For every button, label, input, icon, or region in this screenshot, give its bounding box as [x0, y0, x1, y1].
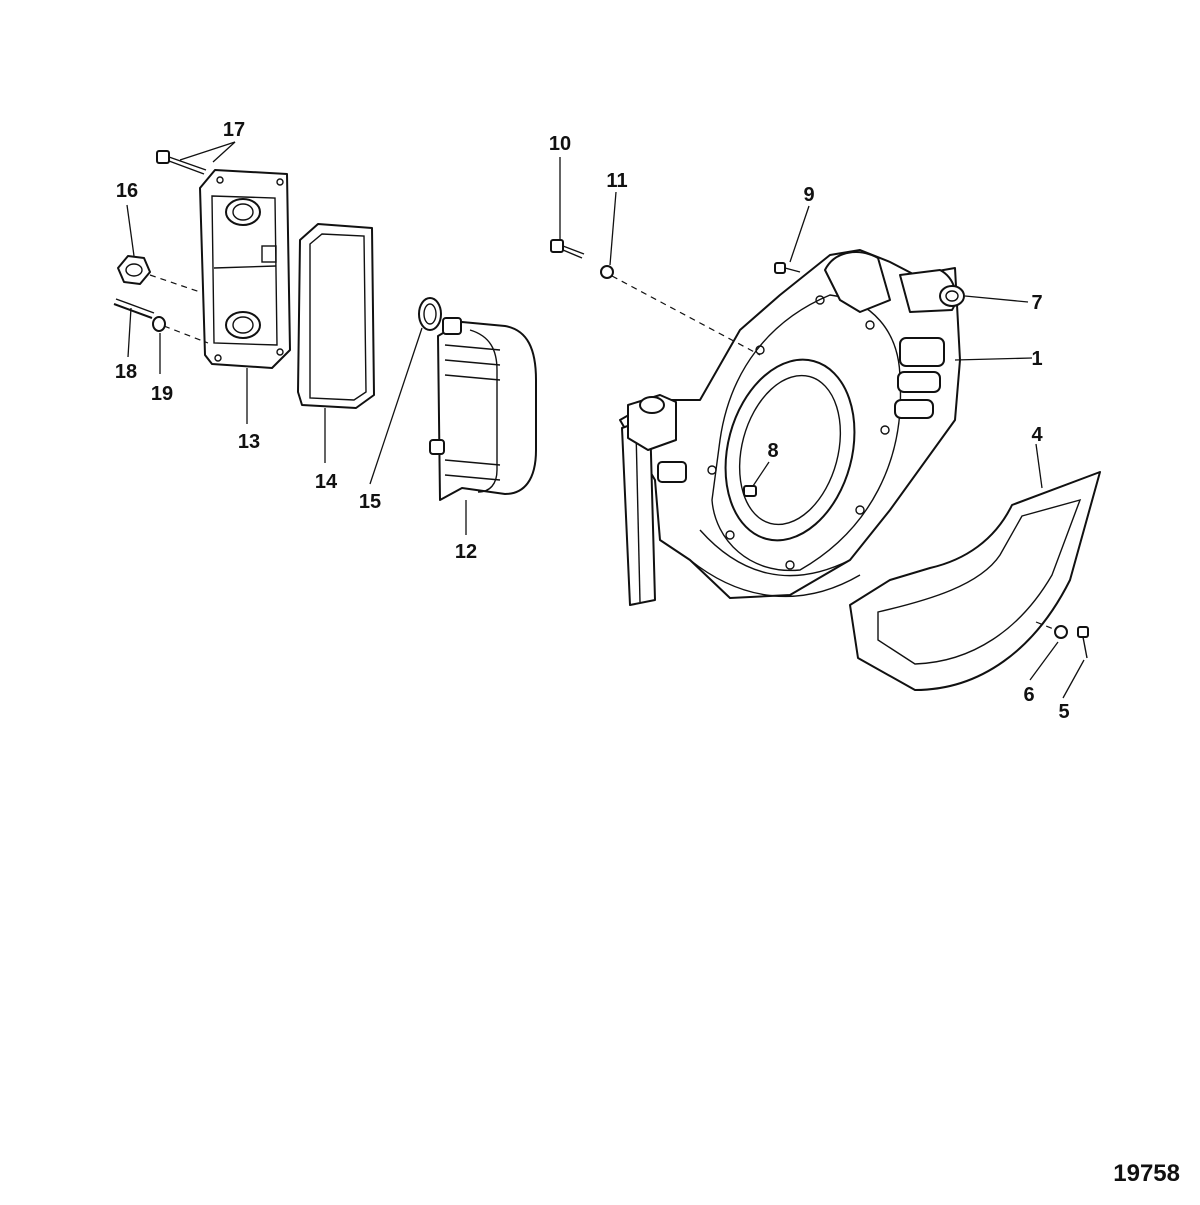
bolt-10: [550, 239, 585, 259]
plug-8: [743, 485, 757, 497]
callout-10: 10: [549, 133, 571, 155]
washer-11: [600, 265, 614, 279]
callout-9: 9: [803, 184, 814, 206]
callout-17: 17: [223, 119, 245, 141]
callout-14: 14: [315, 471, 338, 493]
callout-18: 18: [115, 361, 137, 383]
callout-16: 16: [116, 180, 138, 202]
callout-1: 1: [1031, 348, 1042, 370]
callout-4: 4: [1031, 424, 1043, 446]
cover-plate-13: [199, 169, 291, 369]
callout-5: 5: [1058, 701, 1069, 723]
o-ring-15: [418, 297, 442, 331]
oil-cooler-12: [429, 317, 537, 501]
flywheel-housing-1: [619, 249, 961, 606]
plug-7: [939, 285, 965, 307]
bolt-9: [774, 262, 801, 274]
callout-13: 13: [238, 431, 260, 453]
callout-6: 6: [1023, 684, 1034, 706]
callout-15: 15: [359, 491, 381, 513]
callout-7: 7: [1031, 292, 1042, 314]
callout-12: 12: [455, 541, 477, 563]
stud-18: [113, 298, 155, 319]
washer-19: [152, 316, 166, 332]
callout-8: 8: [767, 440, 778, 462]
figure-number: 19758: [1113, 1160, 1180, 1187]
gasket-14: [297, 223, 375, 409]
bolt-5: [1077, 626, 1089, 659]
callout-19: 19: [151, 383, 173, 405]
washer-6: [1054, 625, 1068, 639]
callout-11: 11: [606, 170, 627, 192]
bolt-17: [156, 150, 207, 175]
inspection-cover-4: [849, 471, 1101, 691]
nut-16: [117, 255, 151, 285]
